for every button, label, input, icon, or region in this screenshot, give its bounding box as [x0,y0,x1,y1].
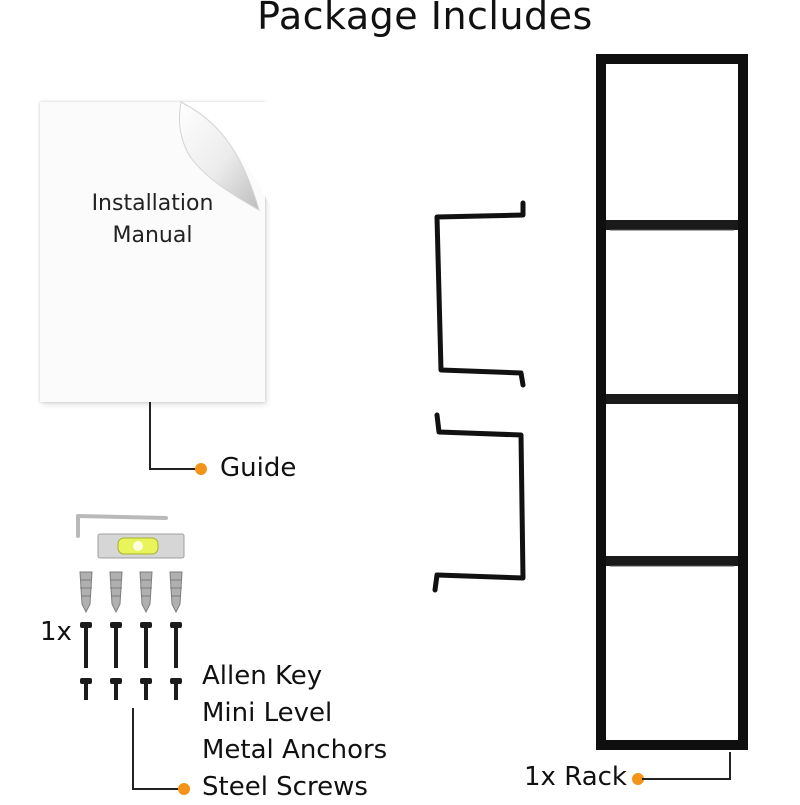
rack-illustration [596,54,748,750]
rack-leader-vertical [729,752,731,780]
hardware-quantity: 1x [40,617,72,647]
rack-label: 1x Rack [524,762,627,792]
hardware-item-steel-screws: Steel Screws [202,772,368,802]
guide-bullet [195,463,207,475]
manual-line-1: Installation [91,191,214,216]
manual-line-2: Manual [112,223,193,248]
wall-brackets-icon [432,200,526,593]
guide-label: Guide [220,453,297,483]
hardware-leader-horizontal [132,788,182,790]
hardware-illustration [76,514,185,700]
mini-level-icon [97,533,185,559]
hardware-item-metal-anchors: Metal Anchors [202,735,388,765]
metal-anchors-icon [79,571,183,614]
guide-leader-vertical [149,402,151,470]
hardware-bullet [178,783,190,795]
rack-leader-horizontal [642,778,731,780]
manual-text: Installation Manual [40,188,265,252]
long-screws-icon [80,622,182,668]
hardware-leader-vertical [132,708,134,790]
page-title: Package Includes [257,0,593,38]
short-screws-icon [80,678,182,700]
guide-leader-horizontal [149,468,201,470]
hardware-item-mini-level: Mini Level [202,698,333,728]
allen-key-icon [76,514,168,538]
page-curl-icon [178,101,271,212]
rack-bullet [632,773,644,785]
hardware-item-allen-key: Allen Key [202,661,323,691]
installation-manual: Installation Manual [40,101,271,402]
